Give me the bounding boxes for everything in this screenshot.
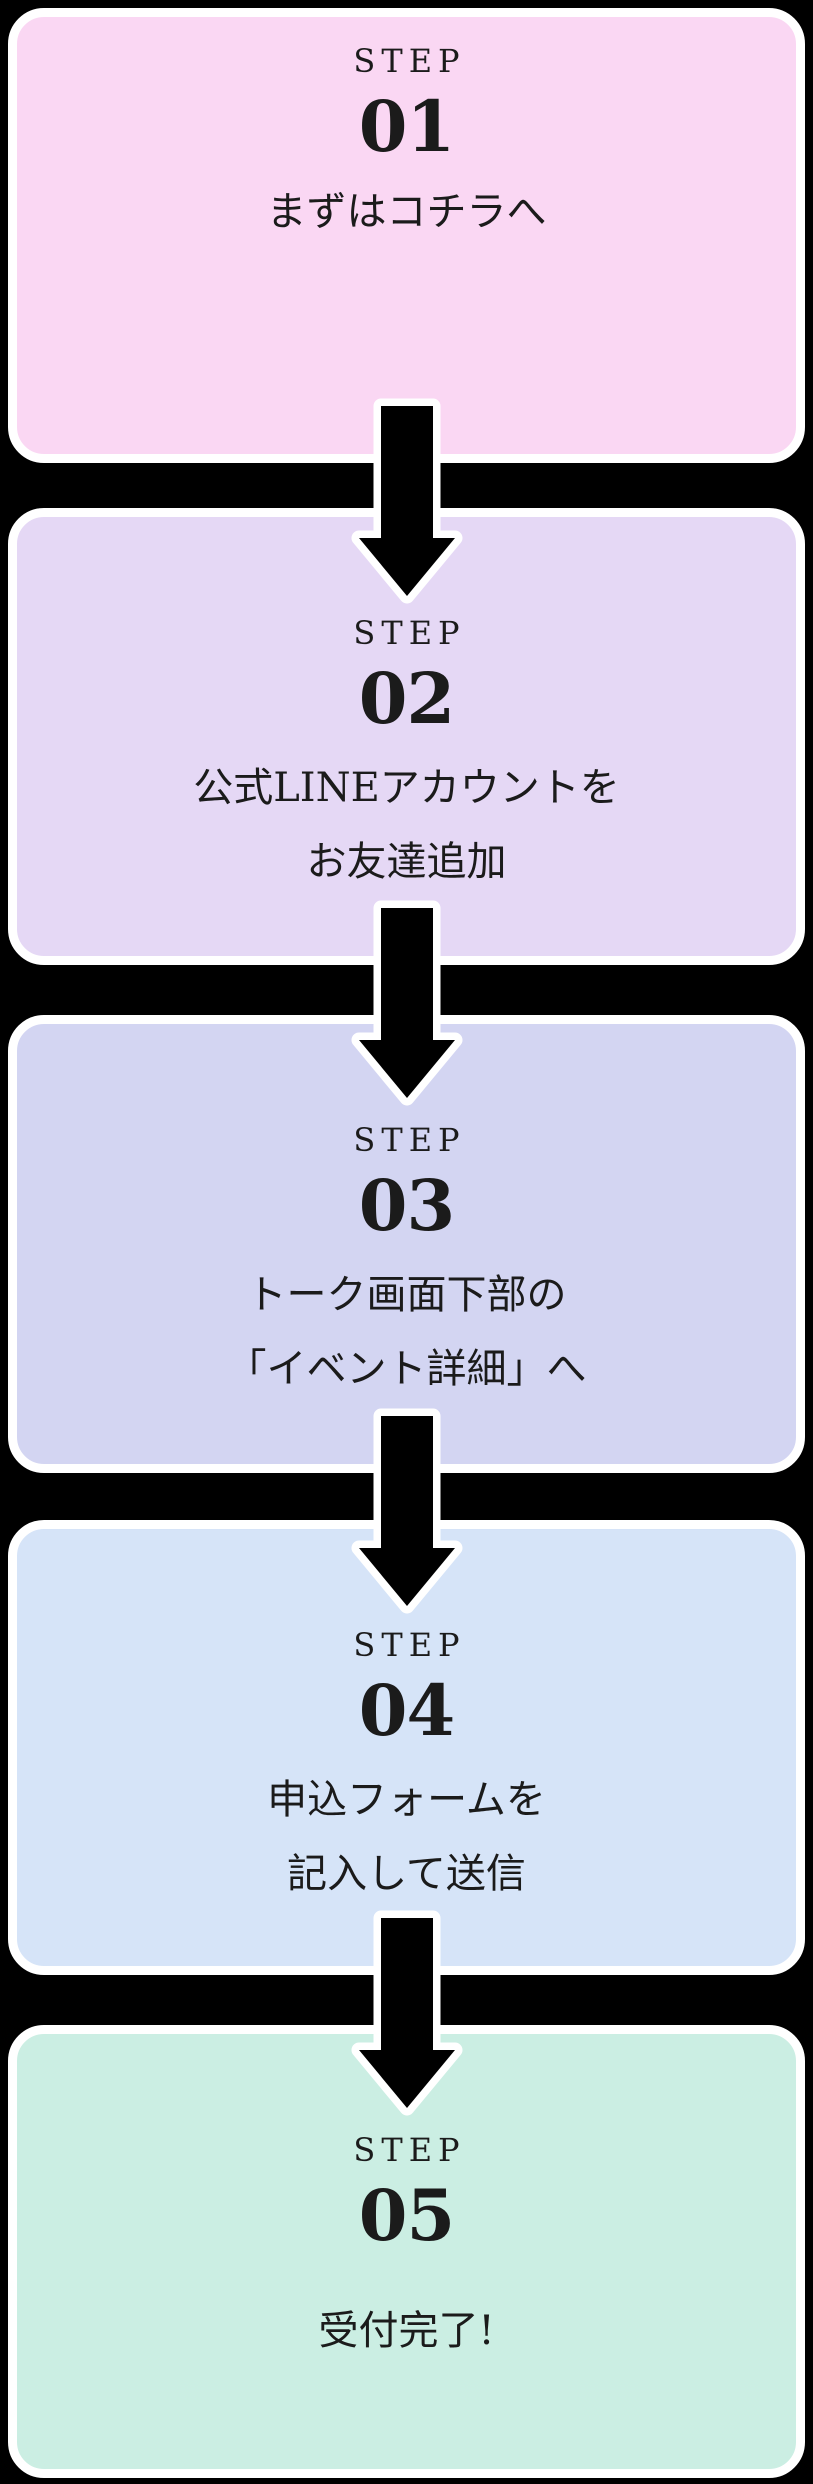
step-number: 01 <box>358 85 455 168</box>
step-description-line: 申込フォームを <box>267 1777 546 1823</box>
step-description: 受付完了! <box>17 2294 796 2368</box>
arrow-down-shape <box>351 1408 462 1614</box>
step-description: まずはコチラへ <box>17 175 796 249</box>
step-description-line: 受付完了! <box>318 2308 495 2354</box>
step-label: STEP <box>353 2131 466 2169</box>
arrow-down-shape <box>351 900 462 1106</box>
arrow-down-shape <box>351 398 462 604</box>
step-description-line: 記入して送信 <box>287 1851 526 1897</box>
step-description: 公式LINEアカウントを お友達追加 <box>17 751 796 899</box>
step-label: STEP <box>353 42 466 80</box>
step-description-line: 「イベント詳細」へ <box>226 1346 587 1392</box>
step-number: 02 <box>358 657 455 740</box>
arrow-down-shape <box>351 1910 462 2116</box>
arrow-down-icon <box>351 1910 462 2116</box>
step-description: 申込フォームを 記入して送信 <box>17 1763 796 1911</box>
step-number: 04 <box>358 1669 455 1752</box>
step-description-line: 公式LINEアカウントを <box>193 765 620 811</box>
step-label: STEP <box>353 1626 466 1664</box>
step-number: 03 <box>358 1164 455 1247</box>
arrow-down-icon <box>351 398 462 604</box>
arrow-down-icon <box>351 900 462 1106</box>
step-card-1: STEP 01 まずはコチラへ <box>8 8 805 463</box>
step-number: 05 <box>358 2174 455 2257</box>
step-description-line: お友達追加 <box>306 839 507 885</box>
step-label: STEP <box>353 614 466 652</box>
step-label: STEP <box>353 1121 466 1159</box>
step-description-line: トーク画面下部の <box>246 1272 567 1318</box>
step-description: トーク画面下部の 「イベント詳細」へ <box>17 1258 796 1406</box>
step-description-line: まずはコチラへ <box>266 189 547 235</box>
arrow-down-icon <box>351 1408 462 1614</box>
